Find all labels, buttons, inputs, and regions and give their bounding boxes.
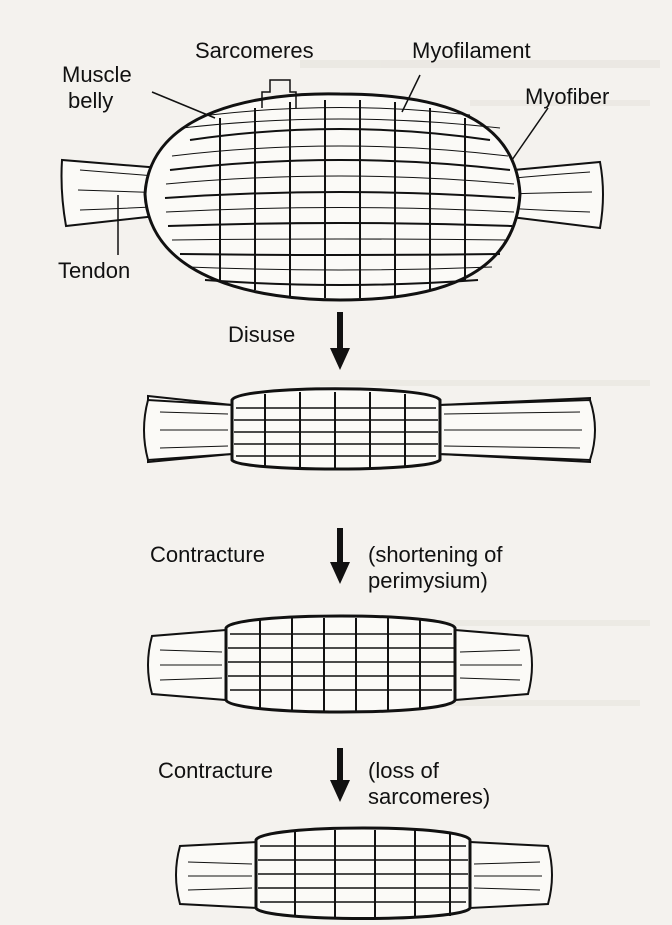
- label-contracture-2-note-1: (loss of: [368, 758, 440, 783]
- label-muscle-belly-2: belly: [68, 88, 113, 113]
- label-myofiber: Myofiber: [525, 84, 609, 109]
- muscle-stage-normal: Sarcomeres Myofilament Muscle belly Myof…: [58, 38, 609, 300]
- label-tendon: Tendon: [58, 258, 130, 283]
- label-muscle-belly-1: Muscle: [62, 62, 132, 87]
- transition-disuse: Disuse: [228, 312, 350, 370]
- label-contracture-2: Contracture: [158, 758, 273, 783]
- transition-contracture-perimysium: Contracture (shortening of perimysium): [150, 528, 503, 593]
- muscle-stage-contracture-sarcomere-loss: [176, 828, 552, 919]
- muscle-belly: [145, 94, 520, 300]
- label-disuse: Disuse: [228, 322, 295, 347]
- muscle-stage-contracture-perimysium: [148, 616, 532, 712]
- transition-contracture-sarcomere-loss: Contracture (loss of sarcomeres): [158, 748, 490, 809]
- label-sarcomeres: Sarcomeres: [195, 38, 314, 63]
- label-contracture-2-note-2: sarcomeres): [368, 784, 490, 809]
- label-contracture-1: Contracture: [150, 542, 265, 567]
- label-contracture-1-note-1: (shortening of: [368, 542, 503, 567]
- label-contracture-1-note-2: perimysium): [368, 568, 488, 593]
- label-myofilament: Myofilament: [412, 38, 531, 63]
- muscle-stage-disuse: [144, 389, 595, 469]
